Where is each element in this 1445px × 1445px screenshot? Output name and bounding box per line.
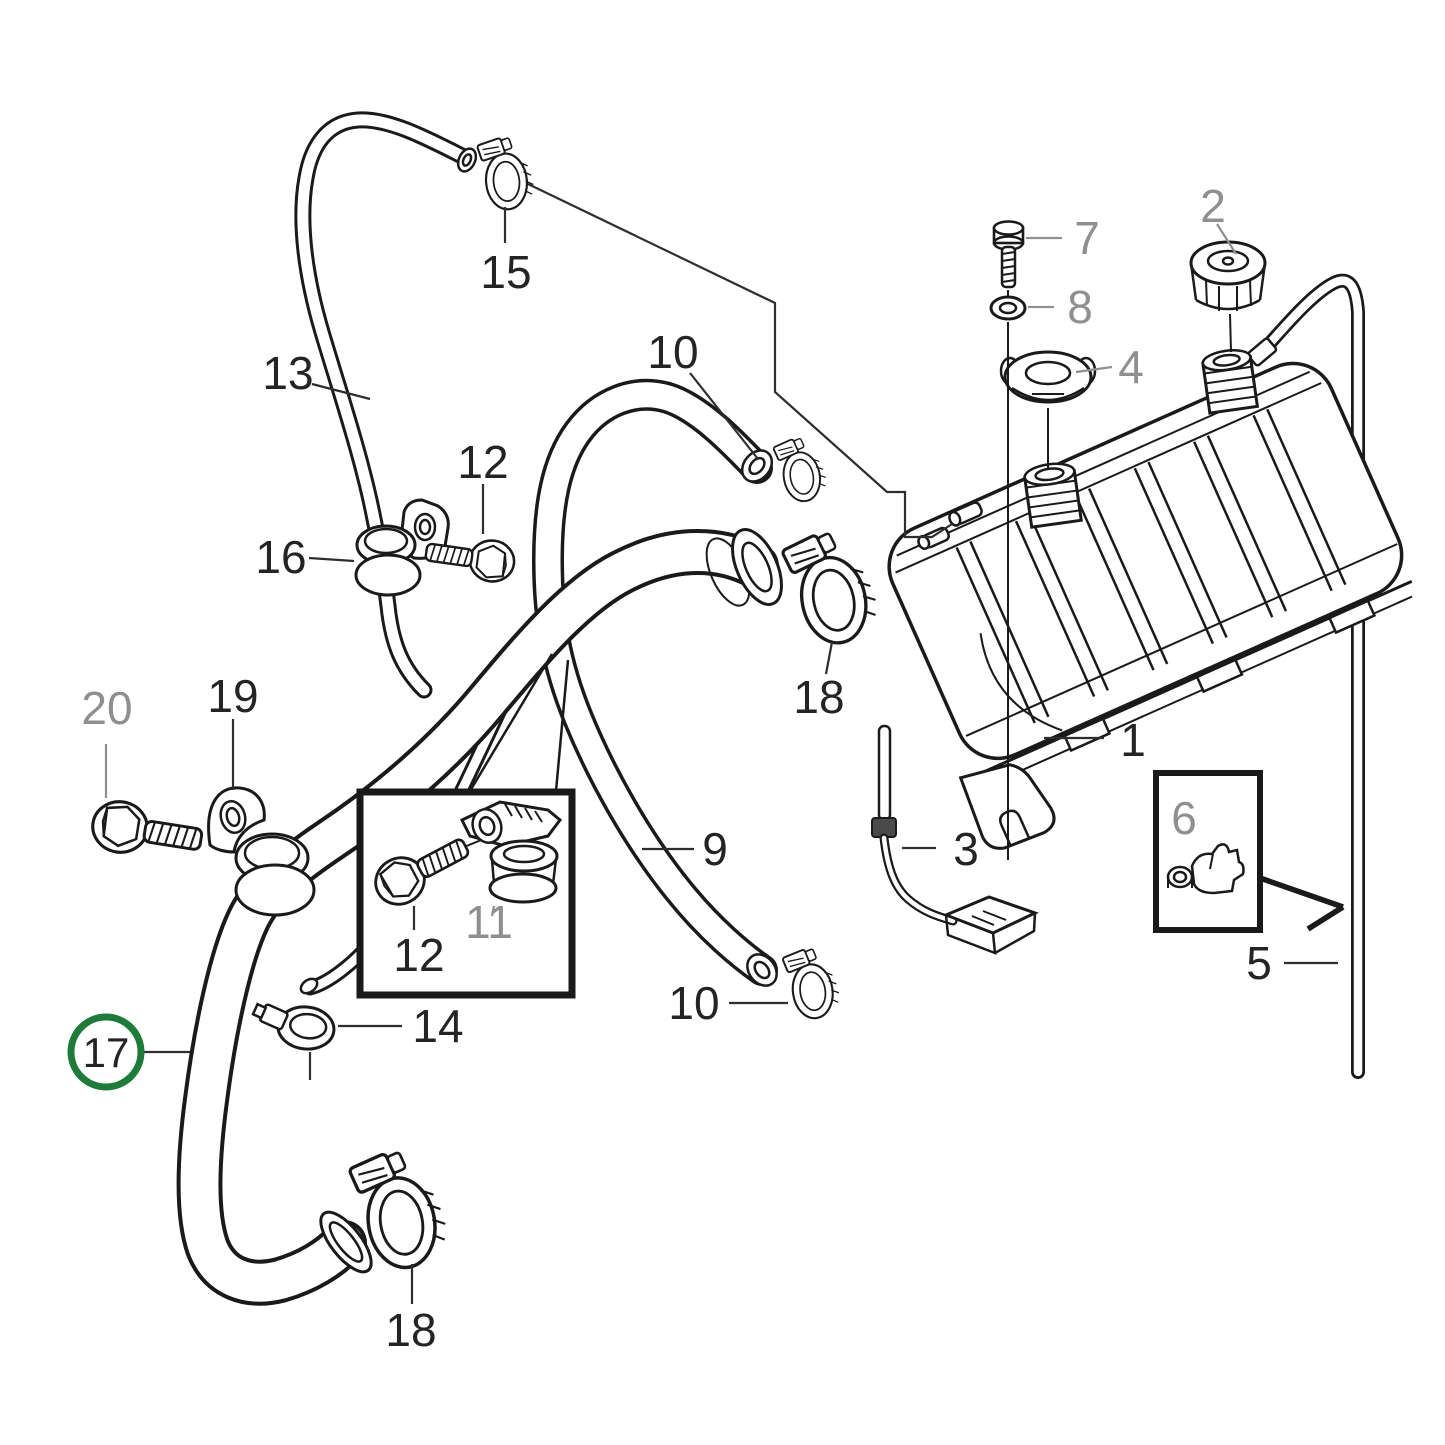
callout-19[interactable]: 19 [207, 670, 258, 722]
callout-6[interactable]: 6 [1171, 792, 1197, 844]
callout-1[interactable]: 1 [1120, 714, 1146, 766]
clip-body [1190, 843, 1245, 895]
highlight-ring [67, 1013, 145, 1091]
callout-10-top[interactable]: 10 [647, 326, 698, 378]
tank-tab [1195, 658, 1244, 694]
clamp-18-top [777, 520, 885, 653]
callout-12-inset[interactable]: 12 [393, 929, 444, 981]
callout-18-top[interactable]: 18 [793, 671, 844, 723]
callout-3[interactable]: 3 [953, 823, 979, 875]
tank-neck-right [1201, 349, 1260, 415]
hose-end [299, 977, 319, 995]
clamp-15 [475, 132, 537, 213]
callout-8[interactable]: 8 [1067, 281, 1093, 333]
callout-12-upper[interactable]: 12 [457, 436, 508, 488]
bolt-7 [992, 220, 1025, 289]
callout-13[interactable]: 13 [262, 347, 313, 399]
clamp-14 [251, 1002, 336, 1051]
callout-20[interactable]: 20 [81, 682, 132, 734]
callout-11[interactable]: 11 [465, 896, 513, 948]
grommet-on-hose-17 [234, 832, 316, 917]
cap-2 [1189, 240, 1267, 311]
bracket-19 [207, 786, 266, 854]
callout-9[interactable]: 9 [702, 823, 728, 875]
callout-17-highlighted[interactable]: 17 [83, 1029, 130, 1076]
bolt-20 [87, 796, 207, 867]
tank-tab [1327, 599, 1377, 635]
callout-16[interactable]: 16 [255, 531, 306, 583]
bracket-16 [354, 498, 450, 597]
washer-8 [989, 295, 1027, 321]
callout-15[interactable]: 15 [480, 246, 531, 298]
callout-10-bottom[interactable]: 10 [668, 977, 719, 1029]
clamp-10-bottom [780, 942, 844, 1023]
callout-4[interactable]: 4 [1118, 341, 1144, 393]
callout-14[interactable]: 14 [412, 1000, 463, 1052]
tank-tab [1062, 717, 1112, 753]
bushing-11 [488, 839, 559, 904]
detail-inset-11-12 [356, 788, 576, 999]
clip-6-inset [1153, 770, 1345, 933]
hose-13 [294, 111, 508, 996]
clamp-10-top [770, 431, 831, 506]
callout-labels: 1 2 3 4 5 6 7 8 9 10 10 11 12 12 13 14 1… [67, 180, 1272, 1356]
leader-lines [104, 183, 1338, 1304]
tank-neck-left [1023, 462, 1083, 529]
sensor-3 [871, 724, 1039, 955]
callout-5[interactable]: 5 [1246, 937, 1272, 989]
callout-18-bottom[interactable]: 18 [385, 1304, 436, 1356]
filler-cap-4 [999, 350, 1097, 404]
callout-7[interactable]: 7 [1074, 212, 1100, 264]
hose-9 [532, 378, 778, 987]
callout-2[interactable]: 2 [1200, 180, 1226, 232]
